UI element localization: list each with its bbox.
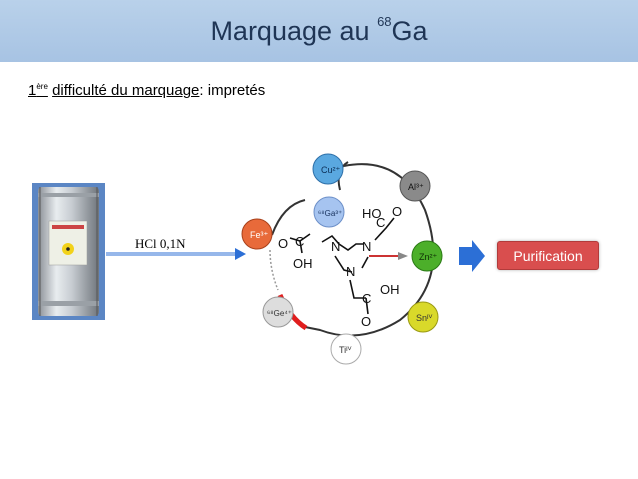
slide-title: Marquage au 68Ga (0, 14, 638, 47)
title-element: Ga (391, 16, 428, 46)
atom-O1: O (278, 236, 288, 251)
atom-N3: N (346, 264, 355, 279)
svg-text:Snᴵⱽ: Snᴵⱽ (416, 313, 433, 323)
svg-text:Tiᴵⱽ: Tiᴵⱽ (339, 345, 352, 355)
atom-C3: C (362, 291, 371, 306)
generator-image (32, 183, 105, 320)
atom-OH2: OH (380, 282, 400, 297)
reagent-label: HCl 0,1N (135, 236, 186, 251)
svg-text:⁶⁸Ge⁴⁺: ⁶⁸Ge⁴⁺ (267, 309, 292, 318)
purification-arrow (459, 240, 485, 272)
ion-ti: Tiᴵⱽ (330, 333, 362, 365)
ion-cu: Cu²⁺ (312, 153, 344, 185)
ion-sn: Snᴵⱽ (407, 301, 439, 333)
purification-box: Purification (497, 241, 599, 270)
ion-fe: Fe³⁺ (241, 218, 273, 250)
svg-text:⁶⁸Ga³⁺: ⁶⁸Ga³⁺ (318, 209, 342, 218)
atom-O3: O (361, 314, 371, 329)
svg-text:Cu²⁺: Cu²⁺ (321, 165, 341, 175)
subtitle-underlined: difficulté du marquage (52, 82, 200, 99)
ion-ga: ⁶⁸Ga³⁺ (313, 196, 345, 228)
atom-N2: N (362, 239, 371, 254)
atom-C1: C (295, 234, 304, 249)
ion-al: Al³⁺ (399, 170, 431, 202)
atom-N1: N (331, 239, 340, 254)
atom-OH1: OH (293, 256, 313, 271)
title-bar (0, 0, 638, 62)
subtitle: 1ère difficulté du marquage: impretés (28, 82, 265, 99)
subtitle-ordinal: 1ère (28, 82, 48, 99)
svg-text:Fe³⁺: Fe³⁺ (250, 230, 269, 240)
ion-ge: ⁶⁸Ge⁴⁺ (262, 296, 294, 328)
svg-text:Al³⁺: Al³⁺ (408, 182, 424, 192)
atom-C2: C (376, 215, 385, 230)
hcl-arrow (106, 248, 246, 260)
ion-zn: Zn²⁺ (411, 240, 443, 272)
chelator-structure (289, 217, 408, 315)
atom-O2: O (392, 204, 402, 219)
title-main: Marquage au (210, 16, 378, 46)
outer-curve (304, 163, 435, 337)
subtitle-rest: : impretés (199, 82, 266, 99)
svg-text:Zn²⁺: Zn²⁺ (419, 252, 438, 262)
atom-HO: HO (362, 206, 382, 221)
title-isotope-mass: 68 (377, 14, 392, 29)
